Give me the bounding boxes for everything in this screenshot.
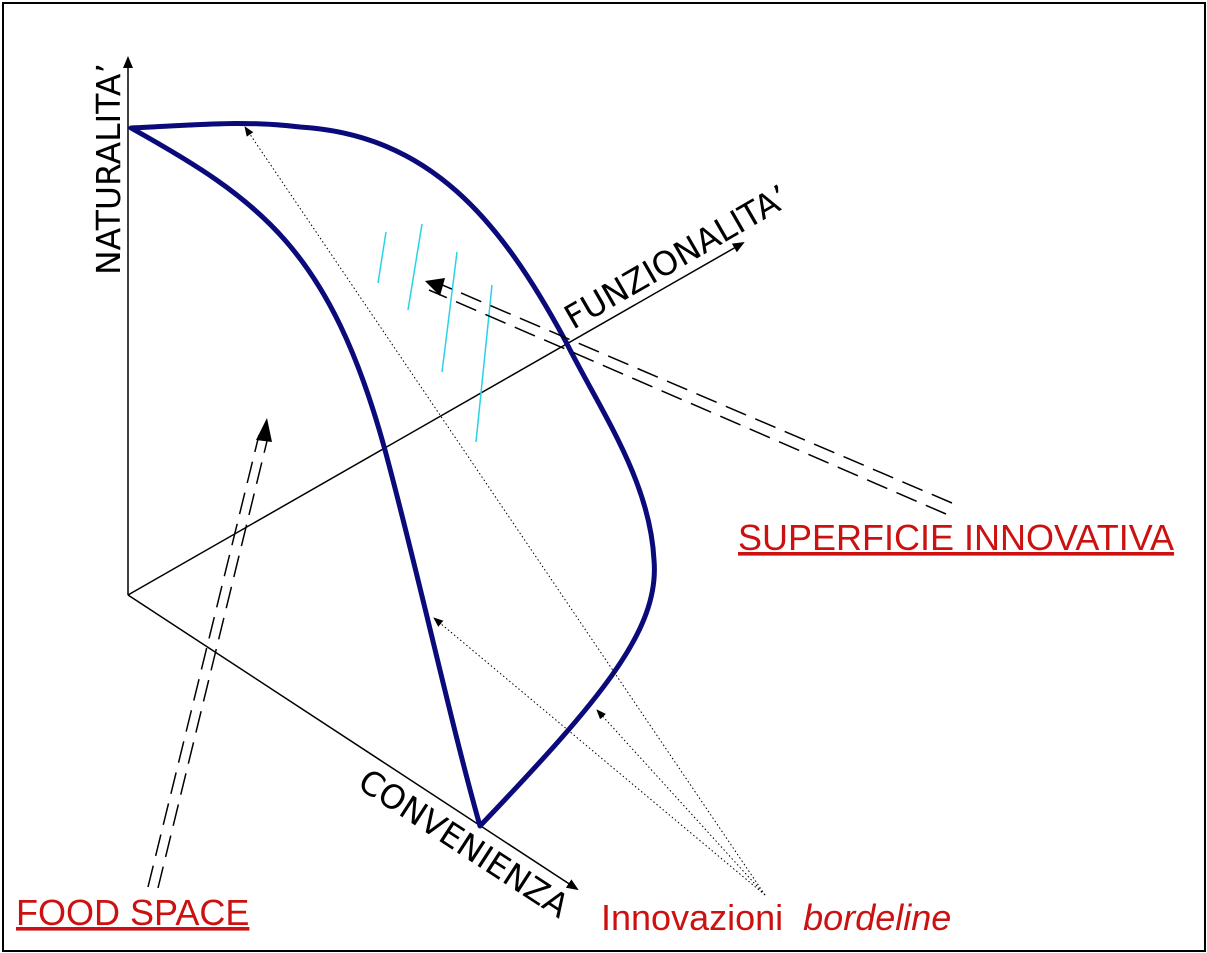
bordeline-pointers bbox=[244, 126, 766, 896]
funzionalita-label: FUNZIONALITA’ bbox=[558, 177, 796, 337]
naturalita-label: NATURALITA’ bbox=[89, 63, 128, 275]
funzionalita-axis bbox=[127, 242, 745, 596]
innovazioni-text: Innovazioni bbox=[601, 897, 783, 938]
innovazioni-bordeline-label: Innovazioni bordeline bbox=[601, 897, 951, 938]
convenienza-axis bbox=[127, 594, 579, 891]
superficie-arrowhead bbox=[425, 278, 445, 296]
food-space-pointer bbox=[147, 434, 269, 889]
convenienza-label: CONVENIENZA bbox=[352, 761, 577, 926]
food-space-surface bbox=[128, 120, 657, 829]
superficie-pointer bbox=[428, 280, 953, 515]
innovative-surface-hatch bbox=[377, 223, 493, 443]
superficie-innovativa-label: SUPERFICIE INNOVATIVA bbox=[738, 517, 1174, 558]
food-space-arrowhead bbox=[256, 418, 272, 442]
bordeline-text: bordeline bbox=[803, 897, 951, 938]
food-space-label: FOOD SPACE bbox=[16, 892, 249, 933]
